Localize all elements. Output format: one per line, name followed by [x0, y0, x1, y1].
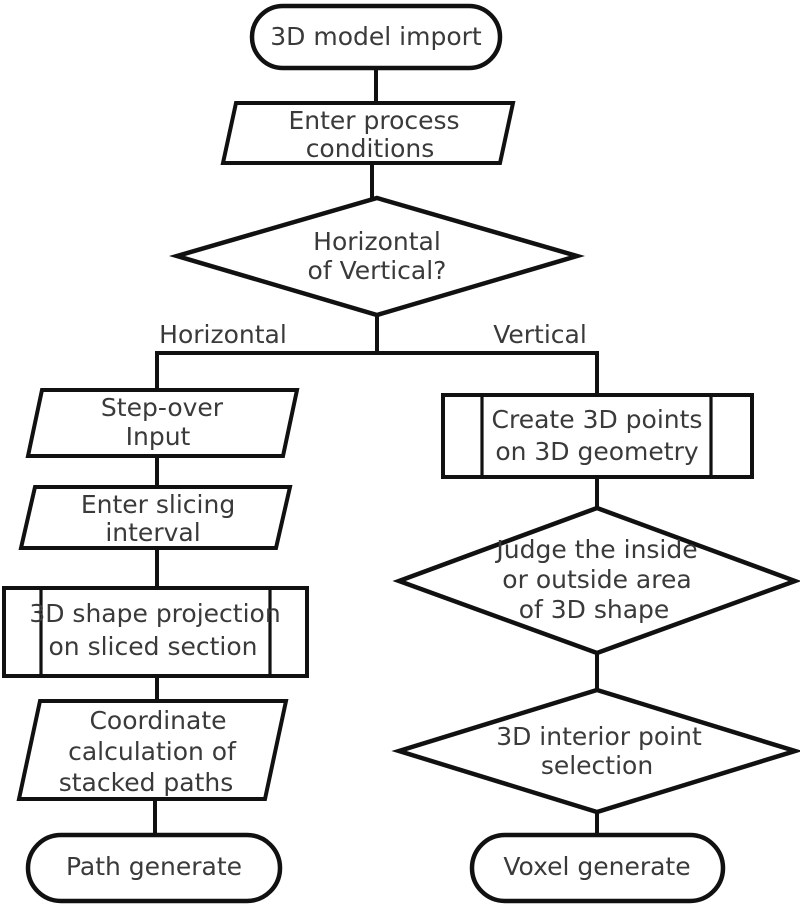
interior-point-selection-label-line-1: 3D interior point: [496, 722, 702, 751]
path-generate-shape: [25, 832, 283, 904]
path-generate-label-line-1: Path generate: [66, 852, 242, 881]
node-orientation-decision[interactable]: Horizontal of Vertical?: [168, 195, 586, 318]
orientation-decision-label-line-2: of Vertical?: [308, 256, 447, 285]
shape-projection-shape: [2, 586, 309, 678]
node-judge-inside-outside[interactable]: Judge the inside or outside area of 3D s…: [392, 505, 800, 656]
node-shape-projection[interactable]: 3D shape projection on sliced section: [2, 586, 309, 678]
interior-point-selection-shape: [391, 687, 800, 815]
model-import-label-line-1: 3D model import: [270, 22, 482, 51]
process-conditions-label-line-1: Enter process: [288, 106, 459, 135]
coordinate-calculation-shape: [16, 699, 289, 801]
create-points-shape: [441, 393, 754, 479]
coordinate-calculation-label-line-1: Coordinate: [89, 706, 226, 735]
node-process-conditions[interactable]: Enter process conditions: [220, 101, 516, 165]
node-model-import[interactable]: 3D model import: [249, 3, 503, 71]
step-over-input-shape: [25, 388, 300, 458]
voxel-generate-shape: [469, 832, 726, 904]
connector-layer: [153, 68, 599, 835]
shape-projection-label-line-2: on sliced section: [49, 632, 258, 661]
model-import-shape: [249, 3, 503, 71]
judge-inside-outside-shape: [392, 505, 800, 656]
node-interior-point-selection[interactable]: 3D interior point selection: [391, 687, 800, 815]
judge-inside-outside-label-line-2: or outside area: [502, 565, 691, 594]
node-voxel-generate[interactable]: Voxel generate: [469, 832, 726, 904]
shape-projection-label-line-1: 3D shape projection: [29, 599, 280, 628]
orientation-decision-shape: [168, 195, 586, 318]
slicing-interval-shape: [18, 485, 293, 550]
node-slicing-interval[interactable]: Enter slicing interval: [18, 485, 293, 550]
orientation-decision-label-line-1: Horizontal: [313, 227, 441, 256]
branch-label-horizontal: Horizontal: [159, 320, 287, 349]
voxel-generate-label-line-1: Voxel generate: [503, 852, 690, 881]
process-conditions-label-line-2: conditions: [306, 134, 435, 163]
coordinate-calculation-label-line-2: calculation of: [68, 737, 237, 766]
interior-point-selection-label-line-2: selection: [541, 751, 653, 780]
step-over-input-label-line-2: Input: [126, 422, 191, 451]
coordinate-calculation-label-line-3: stacked paths: [59, 768, 234, 797]
create-points-label-line-1: Create 3D points: [492, 405, 703, 434]
judge-inside-outside-label-line-1: Judge the inside: [494, 535, 697, 564]
node-step-over-input[interactable]: Step-over Input: [25, 388, 300, 458]
branch-label-vertical: Vertical: [493, 320, 587, 349]
slicing-interval-label-line-2: interval: [105, 518, 200, 547]
process-conditions-shape: [220, 101, 516, 165]
slicing-interval-label-line-1: Enter slicing: [81, 490, 235, 519]
judge-inside-outside-label-line-3: of 3D shape: [519, 595, 670, 624]
step-over-input-label-line-1: Step-over: [101, 393, 224, 422]
node-path-generate[interactable]: Path generate: [25, 832, 283, 904]
node-create-points[interactable]: Create 3D points on 3D geometry: [441, 393, 754, 479]
node-coordinate-calculation[interactable]: Coordinate calculation of stacked paths: [16, 699, 289, 801]
create-points-label-line-2: on 3D geometry: [495, 437, 699, 466]
